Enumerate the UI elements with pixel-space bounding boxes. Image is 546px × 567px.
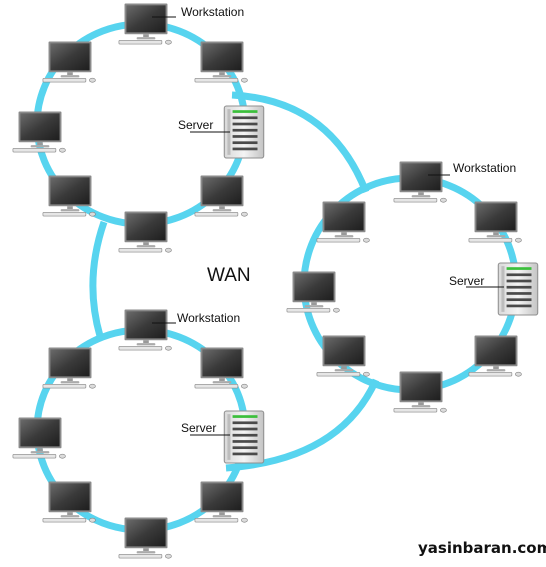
server[interactable] <box>497 262 539 316</box>
computer[interactable] <box>194 347 248 389</box>
server-label: Server <box>178 118 213 132</box>
computer[interactable] <box>393 371 447 413</box>
computer[interactable] <box>286 271 340 313</box>
computer[interactable] <box>468 201 522 243</box>
ring-top-left: Workstation Server <box>12 3 265 253</box>
server[interactable] <box>223 410 265 464</box>
computer[interactable] <box>194 175 248 217</box>
ring-right: Workstation Server <box>286 161 539 413</box>
watermark: yasinbaran.com <box>418 539 546 557</box>
wan-link-top-to-right <box>231 91 370 194</box>
workstation-label: Workstation <box>177 311 240 325</box>
computer[interactable] <box>316 335 370 377</box>
workstation-computer[interactable] <box>393 161 447 203</box>
computer[interactable] <box>118 517 172 559</box>
workstation-computer[interactable] <box>118 3 172 45</box>
workstation-computer[interactable] <box>118 309 172 351</box>
computer[interactable] <box>12 111 66 153</box>
computer[interactable] <box>12 417 66 459</box>
wan-link-top-to-bottom <box>89 220 108 337</box>
ring-bottom-left: Workstation Server <box>12 309 265 559</box>
server-label: Server <box>181 421 216 435</box>
wan-link-bottom-to-right <box>225 378 380 472</box>
computer[interactable] <box>316 201 370 243</box>
server[interactable] <box>223 105 265 159</box>
server-label: Server <box>449 274 484 288</box>
computer[interactable] <box>194 481 248 523</box>
network-links <box>33 20 520 534</box>
workstation-label: Workstation <box>181 5 244 19</box>
workstation-label: Workstation <box>453 161 516 175</box>
computer[interactable] <box>194 41 248 83</box>
computer[interactable] <box>118 211 172 253</box>
wan-label: WAN <box>207 265 251 286</box>
